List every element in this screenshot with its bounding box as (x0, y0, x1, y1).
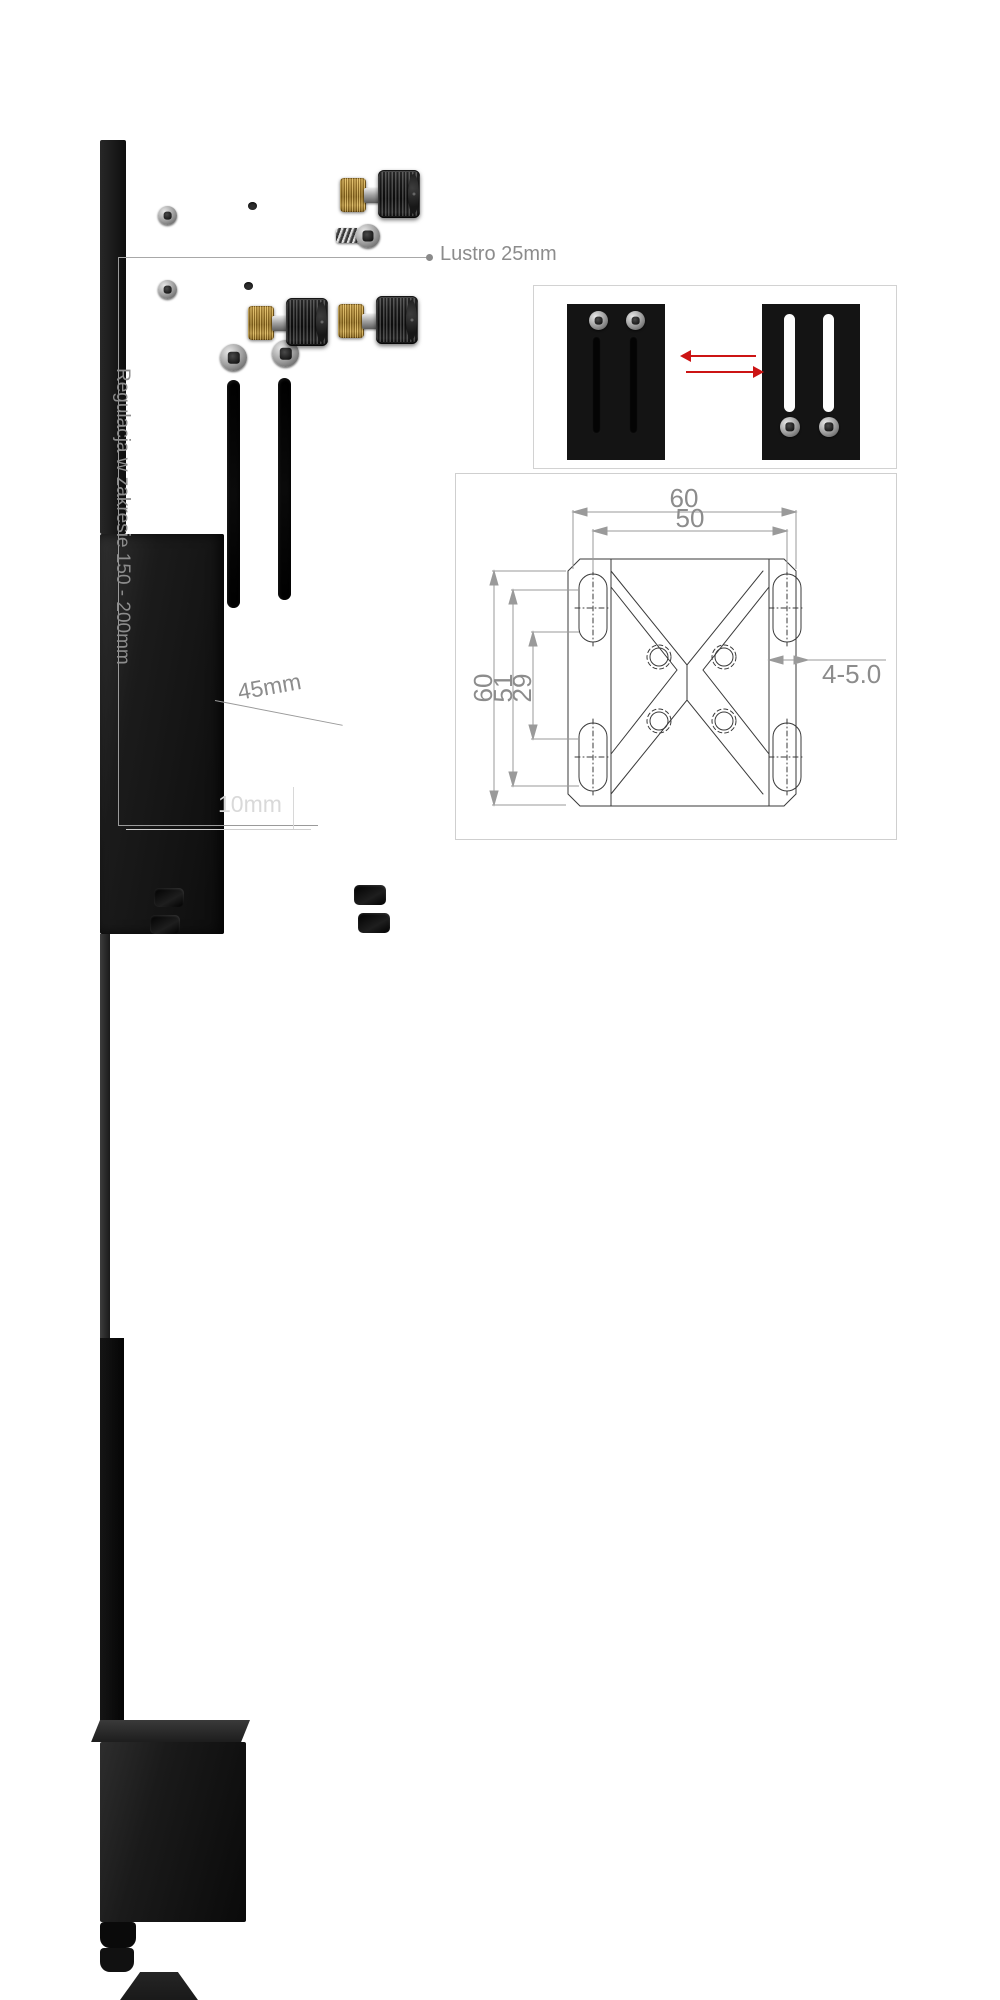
plate-outline (567, 558, 797, 807)
hex-socket-screw (220, 344, 247, 371)
slide-arrow-right (686, 371, 754, 373)
center-hole (646, 644, 672, 670)
rib-left (610, 586, 678, 755)
plate-slot (823, 314, 834, 412)
plate-screws-bottom (762, 304, 860, 460)
column-body (100, 534, 224, 934)
hex-socket-screw (356, 224, 380, 248)
adjuster-knob (376, 296, 418, 344)
corner-slot (574, 718, 612, 796)
base-support-rib (100, 1972, 218, 2000)
brass-knurled-nut (248, 306, 274, 340)
adjuster-knob (378, 170, 420, 218)
corner-slot (768, 569, 806, 647)
base-mounting-hole (150, 915, 180, 934)
laser-mirror-mount-photo (91, 140, 460, 2000)
base-thickness-tick (293, 787, 294, 829)
base-mounting-hole (354, 885, 386, 905)
slide-arrow-left (688, 355, 756, 357)
column-front-edge (100, 934, 110, 1338)
plate-screw (780, 417, 800, 437)
mirror-leader-line (118, 257, 428, 258)
plate-screw (626, 311, 645, 330)
adjuster-shaft (364, 188, 382, 203)
dim-label-width-60: 60 (670, 483, 699, 513)
base-plate-cad-panel: 60 50 60 51 29 4-5.0 (455, 473, 897, 840)
plate-slot (784, 314, 795, 412)
brass-knurled-nut (338, 304, 364, 338)
plate-slot (592, 336, 601, 434)
dim-label-holes: 4-5.0 (822, 659, 881, 689)
base-plate-drawing: 60 50 60 51 29 4-5.0 (468, 483, 886, 807)
center-hole (711, 644, 737, 670)
center-hole (711, 708, 737, 734)
holder-dimple (244, 282, 253, 290)
dim-label-height-60: 60 (468, 674, 498, 703)
dim-label-width-50: 50 (676, 503, 705, 533)
lower-block (100, 1742, 246, 1922)
rib-right (702, 586, 770, 755)
center-hole (646, 708, 672, 734)
hex-socket-screw (158, 206, 177, 225)
rib-upper-v (610, 570, 764, 666)
plate-slot (629, 336, 638, 434)
lower-block-notch (100, 1922, 136, 1948)
arrow-left-head-icon (680, 350, 691, 362)
slide-adjustment-panel (533, 285, 897, 469)
plate-screws-top (567, 304, 665, 460)
lower-block-top-face (91, 1720, 250, 1742)
base-mounting-hole (358, 913, 390, 933)
hex-socket-screw (158, 280, 177, 299)
corner-slot (768, 718, 806, 796)
height-range-label: Regulacja w zakresie 150 - 200mm (112, 368, 133, 665)
corner-slot (574, 569, 612, 647)
adjuster-shaft (362, 314, 380, 329)
arrow-right-head-icon (753, 366, 764, 378)
plate-screw (589, 311, 608, 330)
mirror-label: Lustro 25mm (440, 243, 557, 265)
base-thickness-line (126, 829, 311, 830)
compression-spring (336, 228, 360, 243)
knob-cap (408, 174, 419, 214)
knob-cap (316, 302, 327, 342)
adjuster-knob (286, 298, 328, 346)
base-mounting-hole (154, 888, 184, 907)
vertical-adjustment-slot (278, 378, 291, 600)
diagram-canvas: Lustro 25mm Regulacja w zakresie 150 - 2… (0, 0, 1000, 1000)
vertical-adjustment-slot (227, 380, 240, 608)
base-thickness-label: 10mm (218, 791, 282, 817)
knob-cap (406, 300, 417, 340)
lower-block-notch (100, 1948, 134, 1972)
dim-label-height-51: 51 (488, 674, 518, 703)
height-dimension-base-tick (118, 825, 318, 826)
holder-dimple (248, 202, 257, 210)
adjuster-shaft (272, 316, 290, 331)
brass-knurled-nut (340, 178, 366, 212)
plate-screw (819, 417, 839, 437)
rib-lower-v (610, 699, 764, 795)
height-dimension-line (118, 257, 119, 825)
column-side-face (100, 1338, 124, 1720)
dim-label-height-29: 29 (507, 674, 537, 703)
column-back-rail (100, 140, 126, 534)
mirror-leader-dot (426, 254, 433, 261)
